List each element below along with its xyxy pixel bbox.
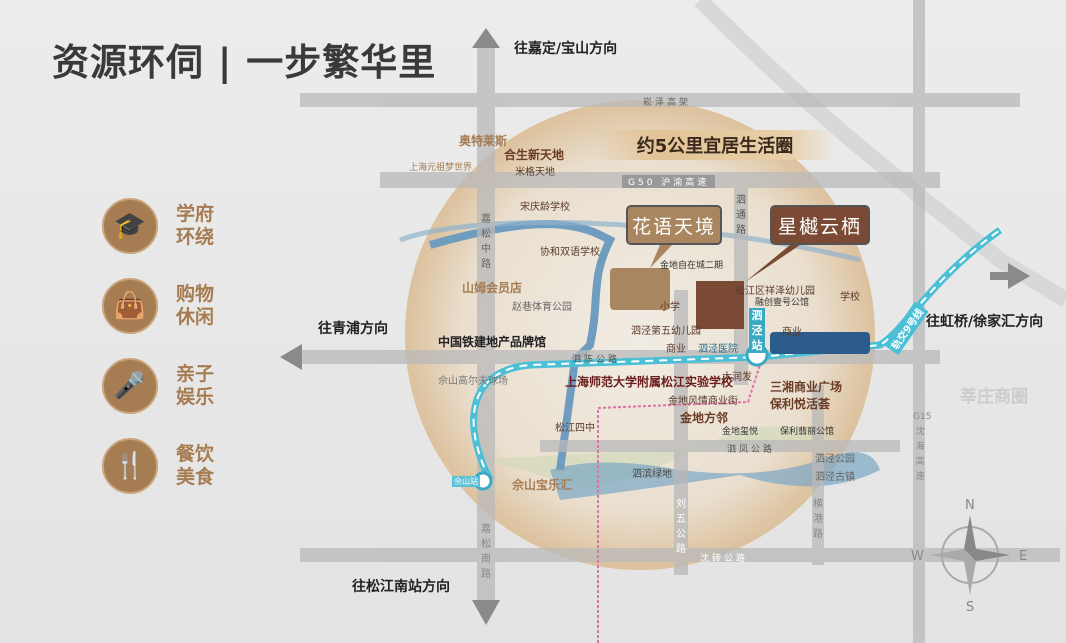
- plot-xingyue: [696, 281, 744, 329]
- poi-mige: 米格天地: [515, 167, 555, 178]
- feature-entertainment: 🎤亲子娱乐: [102, 358, 226, 414]
- poi-xiyue: 金地玺悦: [722, 427, 759, 437]
- poi-shangye2: 商业: [782, 327, 802, 338]
- music-microphone-icon: 🎤: [102, 358, 158, 414]
- poi-wuyou: 泗泾第五幼儿园: [631, 326, 701, 337]
- poi-sanxiang: 三湘商业广场: [770, 380, 843, 394]
- metro-line-dashed: [597, 364, 761, 643]
- road-sitong: 泗通路: [736, 195, 746, 236]
- poi-fengqing: 金地风情商业街: [668, 396, 738, 407]
- poi-sheshan-golf: 佘山高尔夫球场: [438, 376, 508, 387]
- direction-east: 往虹桥/徐家汇方向: [926, 314, 1044, 330]
- circle-caption: 约5公里宜居生活圈: [595, 130, 835, 160]
- poi-jindi2: 金地自在城二期: [660, 261, 724, 271]
- compass-s: S: [966, 600, 975, 615]
- poi-baoli: 保利悦活荟: [770, 397, 831, 411]
- sheshan-station-label: 佘山站: [452, 476, 480, 487]
- poi-songqingling: 宋庆龄学校: [520, 202, 570, 213]
- poi-shida: 上海师范大学附属松江实验学校: [565, 375, 734, 389]
- poi-sizhong: 松江四中: [555, 423, 595, 434]
- road-henggang: 横港路: [813, 499, 823, 540]
- graduation-cap-icon: 🎓: [102, 198, 158, 254]
- shopping-bag-icon: 👜: [102, 278, 158, 334]
- road-jiasongzhong: 嘉松中路: [481, 214, 491, 270]
- sijing-station-label: 泗泾站: [749, 308, 765, 353]
- direction-west: 往青浦方向: [318, 321, 388, 337]
- direction-south: 往松江南站方向: [352, 579, 450, 595]
- road-g50: G50 沪渝高速: [622, 175, 716, 188]
- train-illustration: [770, 332, 870, 354]
- poi-zhaoxiang: 赵巷体育公园: [512, 302, 572, 313]
- dining-icon: 🍴: [102, 438, 158, 494]
- compass-n: N: [965, 498, 975, 513]
- direction-arrows: [280, 28, 1030, 625]
- poi-xiehe: 协和双语学校: [540, 247, 600, 258]
- compass-w: W: [911, 549, 924, 564]
- project-huayu: 花语天境: [626, 205, 722, 245]
- poi-xuexiao: 学校: [840, 292, 860, 303]
- feature-schools: 🎓学府环绕: [102, 198, 226, 254]
- poi-crcc: 中国铁建地产品牌馆: [438, 335, 547, 349]
- poi-hesheng: 合生新天地: [504, 148, 565, 162]
- project-xingyue: 星樾云栖: [770, 205, 870, 245]
- life-circle: [405, 100, 875, 570]
- poi-xiaoxue: 小学: [660, 302, 680, 313]
- poi-aotelaisi: 奥特莱斯: [459, 134, 508, 148]
- direction-north: 往嘉定/宝山方向: [514, 41, 618, 57]
- poi-xiangze: 松江区祥泽幼儿园: [735, 286, 815, 297]
- poi-sams: 山姆会员店: [462, 281, 523, 295]
- poi-park: 泗泾公园: [815, 454, 855, 465]
- road-sichen: 泗陈公路: [572, 355, 621, 365]
- poi-oldtown: 泗泾古镇: [815, 472, 855, 483]
- road-jiasongnan: 嘉松南路: [481, 524, 491, 580]
- poi-yuanzu: 上海元祖梦世界: [409, 163, 473, 173]
- page-title: 资源环伺 | 一步繁华里: [52, 41, 437, 84]
- road-g15: G15 沈海高速: [913, 412, 932, 482]
- road-songze: 崧泽高架: [643, 98, 692, 108]
- compass-e: E: [1019, 549, 1028, 564]
- road-liuwu: 刘五公路: [676, 499, 686, 555]
- poi-xinzhuang: 莘庄商圈: [960, 387, 1028, 407]
- poi-datunfa: 大润发: [722, 372, 752, 383]
- feature-shopping: 👜购物休闲: [102, 278, 226, 334]
- road-sifeng: 泗凤公路: [727, 445, 776, 455]
- poi-lvdi: 泗滨绿地: [632, 469, 672, 480]
- poi-yinyuan: 保利翡丽公馆: [780, 427, 835, 437]
- poi-rongchuang: 融创壹号公馆: [755, 298, 810, 308]
- poi-hospital: 泗泾医院: [698, 344, 738, 355]
- compass-icon: [930, 515, 1010, 595]
- plot-huayu: [610, 268, 670, 310]
- feature-dining: 🍴餐饮美食: [102, 438, 226, 494]
- poi-fanglin: 金地方邻: [680, 411, 729, 425]
- road-shenzhuan: 沈砖公路: [700, 554, 749, 564]
- poi-baolehui: 佘山宝乐汇: [512, 478, 573, 492]
- poi-shangye1: 商业: [666, 344, 686, 355]
